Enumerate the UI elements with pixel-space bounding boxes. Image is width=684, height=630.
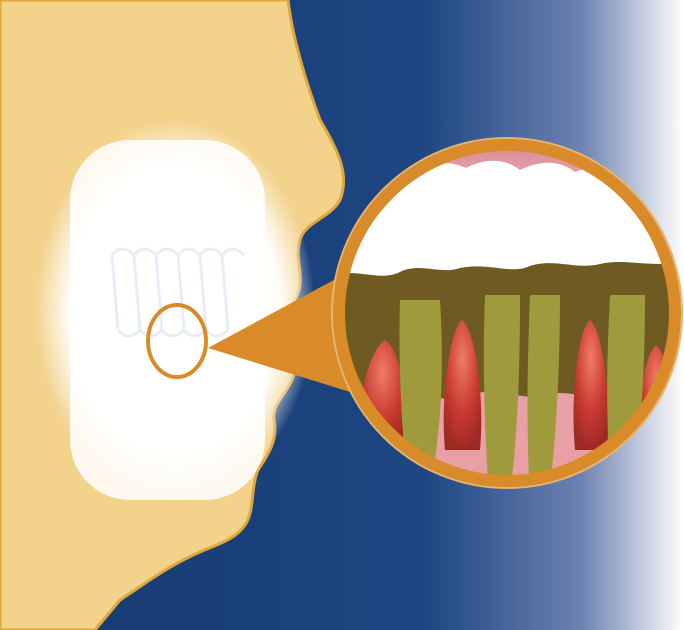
gum-disease-illustration bbox=[0, 0, 684, 630]
